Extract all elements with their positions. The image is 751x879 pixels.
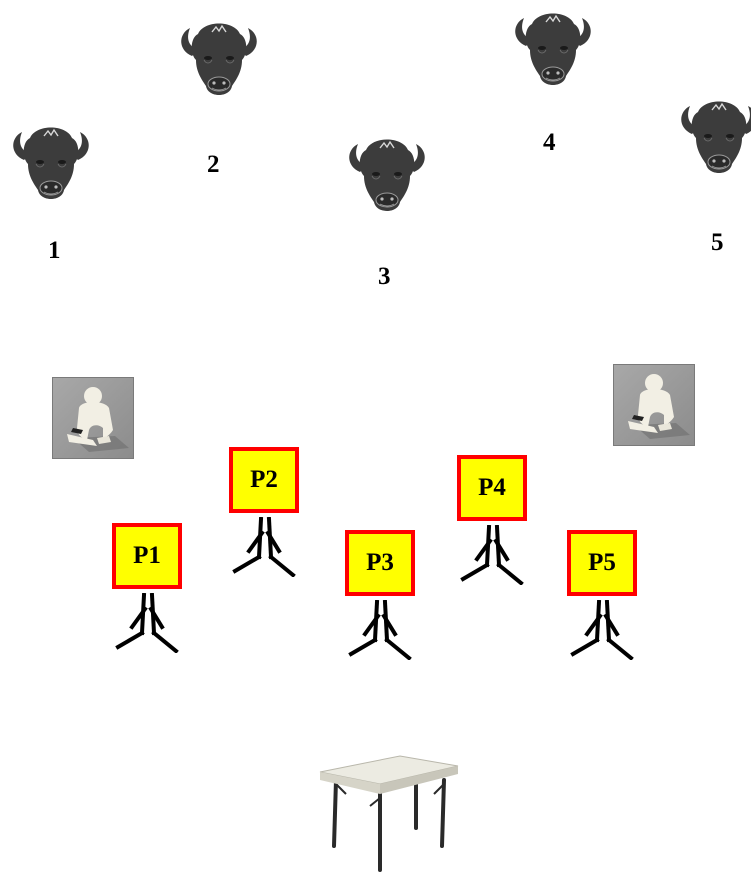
- target-number-1: 1: [48, 237, 61, 264]
- position-label: P4: [478, 474, 506, 501]
- position-sign: P2: [229, 447, 299, 513]
- shooter-silhouette-icon: [613, 364, 695, 446]
- sign-stand: [457, 525, 527, 585]
- sign-stand: [345, 600, 415, 660]
- position-label: P2: [250, 466, 278, 493]
- buffalo-head-icon: [676, 92, 751, 182]
- buffalo-head-icon: [176, 14, 262, 104]
- position-label: P1: [133, 542, 161, 569]
- position-sign: P4: [457, 455, 527, 521]
- buffalo-head-icon: [344, 130, 430, 220]
- sign-stand: [567, 600, 637, 660]
- position-label: P5: [588, 549, 616, 576]
- shooter-silhouette-icon: [52, 377, 134, 459]
- buffalo-head-icon: [8, 118, 94, 208]
- sign-stand: [112, 593, 182, 653]
- folding-table-icon: [316, 754, 462, 879]
- buffalo-head-icon: [510, 4, 596, 94]
- position-label: P3: [366, 549, 394, 576]
- position-sign: P1: [112, 523, 182, 589]
- position-sign: P3: [345, 530, 415, 596]
- target-number-3: 3: [378, 263, 391, 290]
- target-number-2: 2: [207, 151, 220, 178]
- target-number-5: 5: [711, 229, 724, 256]
- position-sign: P5: [567, 530, 637, 596]
- target-number-4: 4: [543, 129, 556, 156]
- sign-stand: [229, 517, 299, 577]
